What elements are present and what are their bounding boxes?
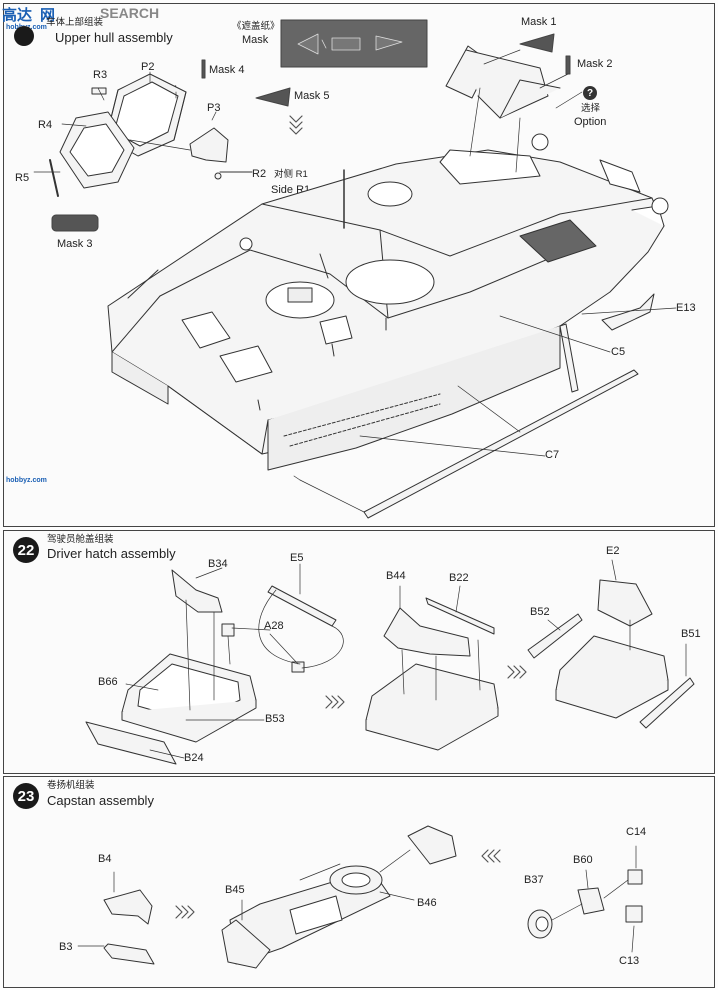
label-r1-cn: 对侧 R1	[274, 169, 308, 180]
option-question-icon: ?	[583, 86, 597, 100]
label-r4: R4	[38, 119, 53, 131]
flow-arrow-21	[289, 115, 303, 135]
watermark-cn2: 网	[40, 7, 56, 24]
label-c7: C7	[545, 449, 560, 461]
label-r3: R3	[93, 69, 108, 81]
label-r2: R2	[252, 168, 267, 180]
flow-arrow-22a	[325, 695, 345, 709]
label-option-en: Option	[574, 116, 607, 128]
p3-bracket	[189, 127, 229, 163]
label-b46: B46	[417, 897, 437, 909]
step22-badge: 22	[13, 537, 39, 563]
flow-arrow-22b	[507, 665, 527, 679]
label-b52: B52	[530, 606, 550, 618]
hatch-stage3	[527, 579, 695, 729]
periscope-block	[105, 73, 187, 157]
label-mask1: Mask 1	[521, 16, 557, 28]
flow-arrow-23a	[175, 905, 195, 919]
step23-title-cn: 卷扬机组装	[47, 780, 95, 791]
label-b22: B22	[449, 572, 469, 584]
guide-lines-23b	[241, 849, 415, 921]
label-c5: C5	[611, 346, 626, 358]
step21-title-en: Upper hull assembly	[55, 30, 173, 45]
mask5-shape	[255, 87, 291, 107]
mask4-shape	[201, 59, 206, 79]
step23-title-en: Capstan assembly	[47, 793, 154, 808]
mask2-shape	[565, 55, 571, 75]
step22-title-en: Driver hatch assembly	[47, 546, 176, 561]
r5-rod	[49, 159, 59, 197]
label-a28: A28	[264, 620, 284, 632]
watermark-logo: 高达网 SEARCH	[2, 4, 159, 25]
capstan-parts-b3-b4	[103, 889, 155, 965]
label-e5: E5	[290, 552, 304, 564]
label-b45: B45	[225, 884, 245, 896]
label-b3: B3	[59, 941, 73, 953]
label-mask5: Mask 5	[294, 90, 330, 102]
guide-lines-23c	[551, 845, 637, 953]
mask-box-title-cn: 《遮盖纸》	[232, 21, 280, 32]
hatch-stage2	[365, 597, 499, 751]
guide-lines-22b	[399, 585, 481, 701]
label-option-cn: 选择	[581, 103, 601, 114]
guide-lines-22c	[547, 559, 687, 677]
label-e2: E2	[606, 545, 620, 557]
watermark-cn: 高达	[2, 7, 33, 24]
label-b34: B34	[208, 558, 228, 570]
watermark-en: SEARCH	[100, 5, 160, 21]
capstan-assembly	[221, 825, 457, 969]
label-p3: P3	[207, 102, 221, 114]
step22-title-cn: 驾驶员舱盖组装	[47, 534, 114, 545]
label-b37: B37	[524, 874, 544, 886]
label-b24: B24	[184, 752, 204, 764]
mask-sheet	[280, 19, 428, 68]
label-c14: C14	[626, 826, 647, 838]
label-mask4: Mask 4	[209, 64, 245, 76]
c5-part	[559, 323, 579, 393]
option-frame	[445, 45, 561, 119]
watermark-url-2: hobbyz.com	[6, 477, 47, 484]
guide-lines-23a	[77, 871, 115, 947]
label-b53: B53	[265, 713, 285, 725]
e13-part	[601, 293, 655, 331]
label-r5: R5	[15, 172, 30, 184]
label-p2: P2	[141, 61, 155, 73]
guide-lines	[33, 49, 677, 513]
label-mask3: Mask 3	[57, 238, 93, 250]
step23-badge: 23	[13, 783, 39, 809]
label-mask2: Mask 2	[577, 58, 613, 70]
hatch-frame-r4	[59, 111, 135, 189]
hull-body	[107, 133, 669, 471]
step21-title-cn: 车体上部组装	[46, 17, 104, 28]
label-b51: B51	[681, 628, 701, 640]
label-b66: B66	[98, 676, 118, 688]
label-c13: C13	[619, 955, 640, 967]
guide-lines-22	[125, 563, 344, 759]
label-e13: E13	[676, 302, 696, 314]
label-b60: B60	[573, 854, 593, 866]
label-b4: B4	[98, 853, 112, 865]
step21-badge	[14, 26, 34, 46]
r3-part	[91, 87, 107, 95]
mask-box-title-en: Mask	[242, 34, 269, 46]
label-b44: B44	[386, 570, 406, 582]
capstan-small-parts	[527, 869, 643, 939]
c7-part	[363, 369, 639, 519]
mask1-shape	[519, 33, 555, 53]
flow-arrow-23b	[481, 849, 501, 863]
hatch-stage1	[85, 569, 337, 765]
mask3-shape	[51, 214, 99, 232]
